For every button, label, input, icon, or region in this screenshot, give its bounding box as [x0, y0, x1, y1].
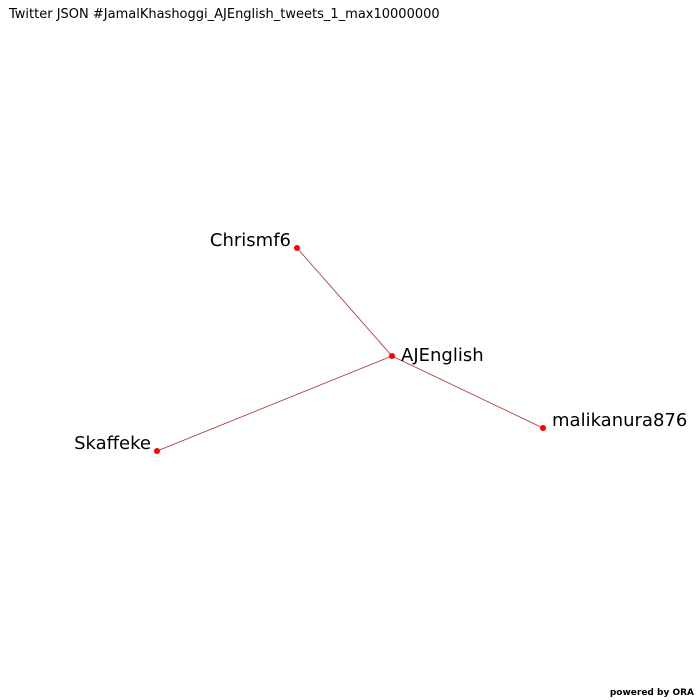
edge-ajenglish-malikanura876	[391, 355, 544, 429]
node-label-chrismf6: Chrismf6	[210, 230, 291, 251]
edge-ajenglish-chrismf6	[296, 247, 393, 357]
node-label-ajenglish: AJEnglish	[401, 345, 484, 366]
node-malikanura876[interactable]	[540, 425, 546, 431]
node-skaffeke[interactable]	[154, 448, 160, 454]
edge-layer	[156, 247, 544, 452]
node-label-skaffeke: Skaffeke	[74, 433, 151, 454]
node-chrismf6[interactable]	[294, 245, 300, 251]
node-label-malikanura876: malikanura876	[552, 410, 687, 431]
node-ajenglish[interactable]	[389, 353, 395, 359]
edge-ajenglish-skaffeke	[156, 355, 393, 452]
diagram-title: Twitter JSON #JamalKhashoggi_AJEnglish_t…	[9, 7, 440, 22]
powered-by-footer: powered by ORA	[609, 688, 694, 698]
